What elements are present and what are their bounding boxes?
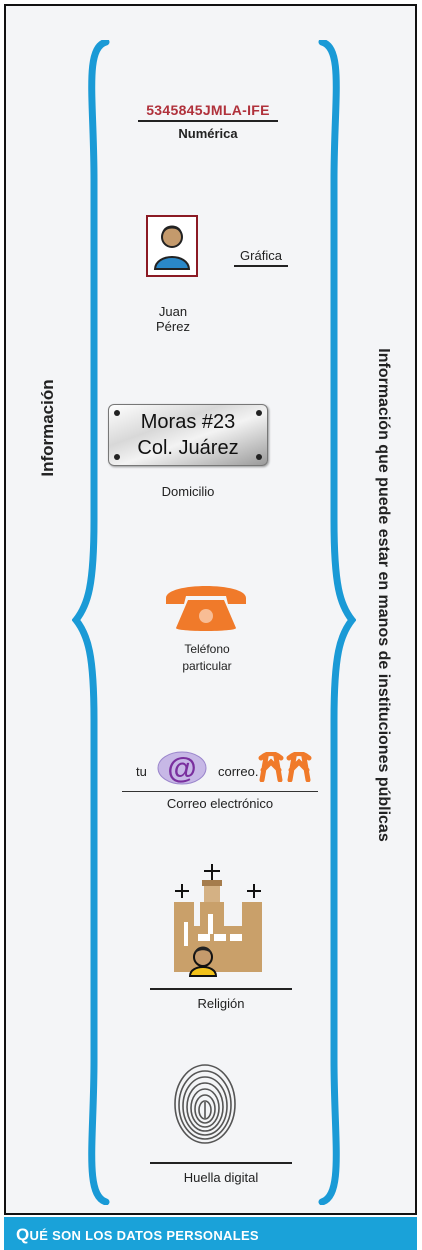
ribbon-icon-2 [286, 752, 312, 782]
ribbon-icon-1 [258, 752, 284, 782]
email-underline [122, 791, 318, 792]
left-brace [72, 40, 110, 1205]
footer-title-rest: UÉ SON LOS DATOS PERSONALES [29, 1228, 259, 1243]
fingerprint-icon [174, 1064, 236, 1144]
footer-title-bar: QUÉ SON LOS DATOS PERSONALES [4, 1217, 417, 1250]
email-label: Correo electrónico [166, 796, 274, 811]
email-suffix: correo. [218, 764, 259, 779]
person-name: Juan Pérez [156, 304, 190, 334]
right-brace [318, 40, 356, 1205]
religion-label: Religión [197, 996, 245, 1011]
fingerprint-label: Huella digital [183, 1170, 259, 1185]
telephone-icon [166, 586, 246, 631]
email-prefix: tu [136, 764, 147, 779]
numeric-underline [138, 120, 278, 122]
footer-title-initial: Q [16, 1225, 30, 1244]
numeric-label: Numérica [178, 126, 238, 141]
at-sign-icon: @ [157, 751, 207, 785]
address-line2: Col. Juárez [137, 437, 239, 459]
svg-text:@: @ [167, 752, 196, 785]
phone-label: Teléfono particular [182, 642, 232, 673]
religion-underline [150, 988, 292, 990]
numeric-code: 5345845JMLA-IFE [146, 102, 270, 118]
numeric-item: 5345845JMLA-IFE Numérica [128, 102, 288, 141]
address-plate: Moras #23 Col. Juárez [108, 404, 268, 466]
address-label: Domicilio [161, 484, 215, 499]
right-vertical-label: Información que puede estar en manos de … [375, 348, 392, 842]
person-photo-icon [146, 215, 198, 277]
left-vertical-label: Información [38, 379, 57, 477]
graphic-label: Gráfica [228, 248, 294, 267]
church-icon [174, 864, 262, 977]
fingerprint-underline [150, 1162, 292, 1164]
address-line1: Moras #23 [140, 411, 236, 433]
